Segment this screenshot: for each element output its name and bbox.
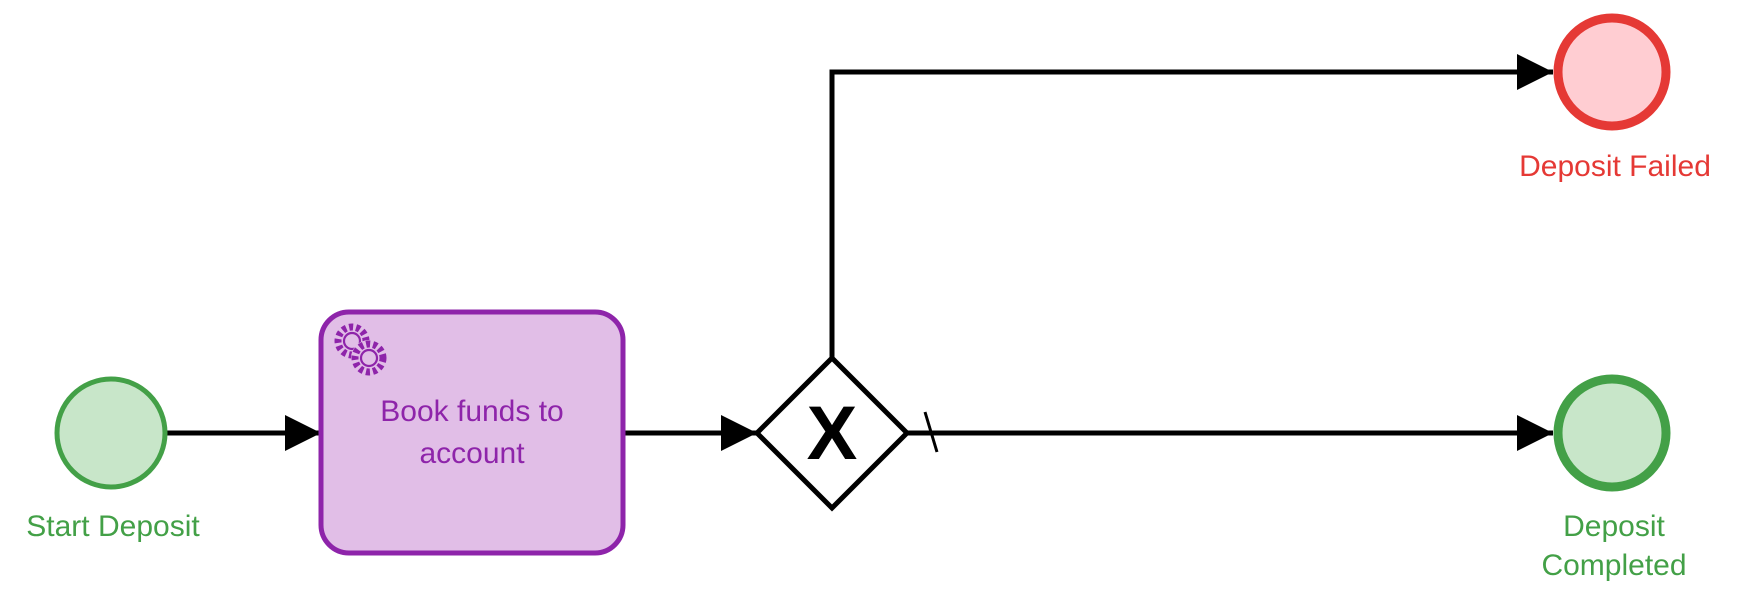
task-label-line1: Book funds to [380, 395, 563, 428]
start-event[interactable] [54, 376, 168, 490]
flow-gateway-to-failed[interactable] [829, 54, 1553, 358]
end-event-completed-label-line2: Completed [1541, 549, 1686, 582]
end-event-completed[interactable] [1553, 374, 1671, 492]
end-event-failed-label: Deposit Failed [1519, 150, 1711, 183]
end-event-failed[interactable] [1553, 13, 1671, 131]
service-task[interactable]: Book funds to account [318, 309, 626, 556]
gateway-diamond[interactable] [753, 354, 911, 512]
default-flow-marker [923, 411, 939, 453]
start-event-label: Start Deposit [26, 510, 200, 543]
task-label-line2: account [419, 437, 525, 470]
end-event-completed-label-line1: Deposit [1563, 510, 1665, 543]
exclusive-gateway[interactable]: X [753, 354, 911, 512]
task-box[interactable] [318, 309, 626, 556]
gateway-x-marker: X [807, 391, 858, 476]
service-gear-icon [334, 323, 387, 376]
